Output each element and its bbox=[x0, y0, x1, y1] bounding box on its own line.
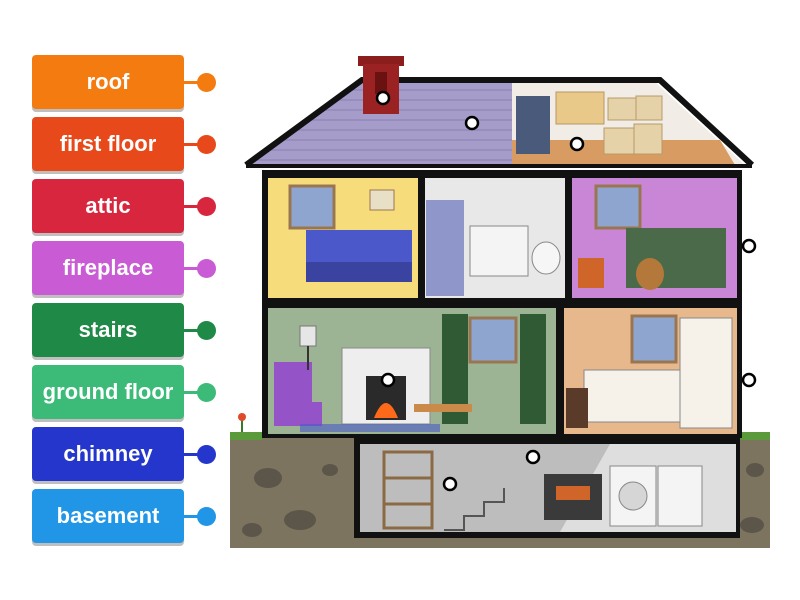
label-text: attic bbox=[85, 193, 131, 218]
drop-target-stairs[interactable] bbox=[442, 476, 458, 492]
fridge bbox=[679, 317, 733, 429]
armchair bbox=[274, 362, 322, 426]
shower-curtain bbox=[426, 200, 464, 296]
label-text: ground floor bbox=[42, 379, 174, 404]
rocks bbox=[242, 463, 764, 537]
connector-knob[interactable] bbox=[197, 135, 216, 154]
vanity bbox=[469, 225, 529, 277]
toilet bbox=[531, 241, 561, 275]
flower-icon bbox=[238, 413, 246, 432]
connector-line bbox=[184, 453, 206, 456]
connector-line bbox=[184, 329, 206, 332]
label-stairs[interactable]: stairs bbox=[32, 303, 216, 357]
label-text: basement bbox=[56, 503, 160, 528]
drop-target-chimney[interactable] bbox=[375, 90, 391, 106]
connector-line bbox=[184, 391, 206, 394]
connector-knob[interactable] bbox=[197, 259, 216, 278]
staircase bbox=[444, 488, 505, 531]
connector-knob[interactable] bbox=[197, 197, 216, 216]
attic-window bbox=[555, 91, 605, 125]
drop-target-fireplace[interactable] bbox=[380, 372, 396, 388]
grass bbox=[230, 432, 262, 440]
drop-target-attic[interactable] bbox=[569, 136, 585, 152]
drop-target-basement[interactable] bbox=[525, 449, 541, 465]
label-text: fireplace bbox=[62, 255, 154, 280]
counter bbox=[583, 369, 681, 423]
connector-knob[interactable] bbox=[197, 445, 216, 464]
coffee-table bbox=[414, 404, 472, 412]
drop-target-roof[interactable] bbox=[464, 115, 480, 131]
fire-icon bbox=[374, 403, 398, 418]
connector-line bbox=[184, 81, 206, 84]
chimney-cap bbox=[358, 56, 404, 66]
connector-line bbox=[184, 143, 206, 146]
connector-knob[interactable] bbox=[197, 507, 216, 526]
label-text: chimney bbox=[63, 441, 153, 466]
connector-knob[interactable] bbox=[197, 73, 216, 92]
label-ground-floor[interactable]: ground floor bbox=[32, 365, 216, 419]
dog bbox=[636, 258, 664, 290]
drop-target-first-floor[interactable] bbox=[741, 238, 757, 254]
label-fireplace[interactable]: fireplace bbox=[32, 241, 216, 295]
connector-knob[interactable] bbox=[197, 321, 216, 340]
label-text: roof bbox=[86, 69, 130, 94]
boxes bbox=[603, 95, 663, 155]
grass bbox=[738, 432, 770, 440]
connector-line bbox=[184, 267, 206, 270]
drop-target-ground-floor[interactable] bbox=[741, 372, 757, 388]
label-attic[interactable]: attic bbox=[32, 179, 216, 233]
window bbox=[288, 184, 336, 230]
shelf bbox=[382, 450, 434, 530]
connector-line bbox=[184, 205, 206, 208]
dryer bbox=[657, 465, 703, 527]
label-text: first floor bbox=[59, 131, 157, 156]
roof-shingles bbox=[246, 80, 512, 165]
roof-outline bbox=[244, 77, 755, 168]
house-cutaway-illustration bbox=[230, 56, 770, 548]
trash-bin bbox=[566, 388, 588, 428]
connector-knob[interactable] bbox=[197, 383, 216, 402]
label-chimney[interactable]: chimney bbox=[32, 427, 216, 481]
connector-line bbox=[184, 515, 206, 518]
clothes-rack bbox=[516, 96, 550, 154]
label-basement[interactable]: basement bbox=[32, 489, 216, 543]
label-text: stairs bbox=[78, 317, 138, 342]
label-first-floor[interactable]: first floor bbox=[32, 117, 216, 171]
label-roof[interactable]: roof bbox=[32, 55, 216, 109]
